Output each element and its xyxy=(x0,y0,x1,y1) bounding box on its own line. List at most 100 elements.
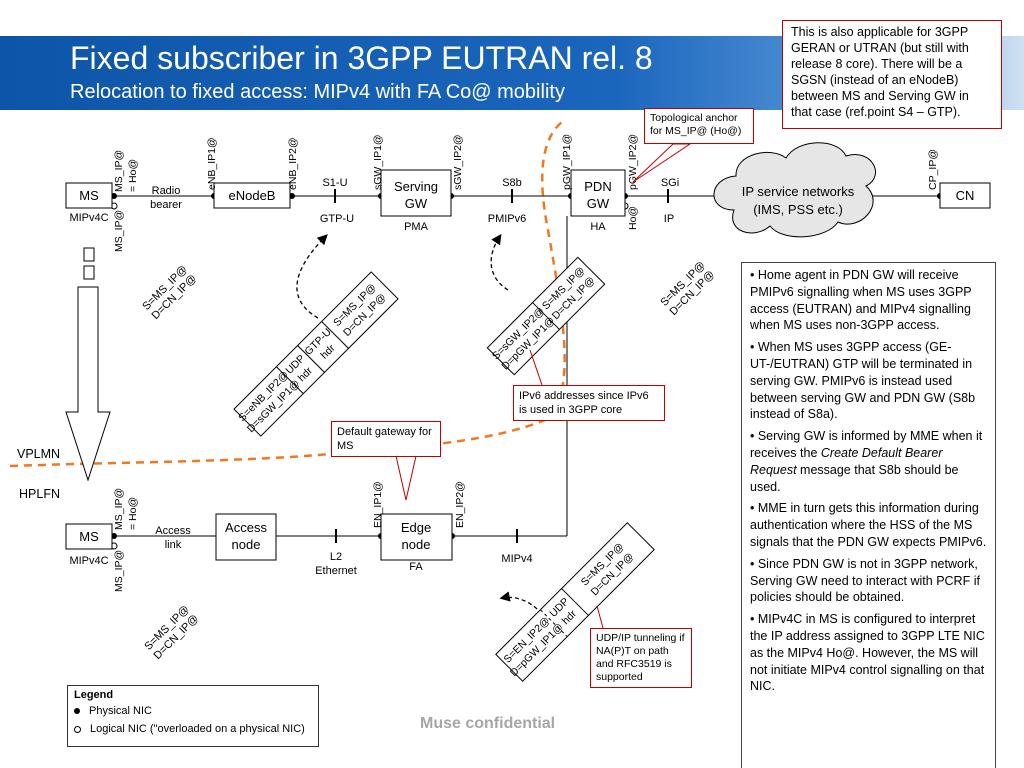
ethernet-label: Ethernet xyxy=(315,565,357,577)
ipv6-callout-pointer xyxy=(529,349,543,386)
packet-ms-cn-right: S=MS_IP@ D=CN_IP@ xyxy=(658,259,717,318)
legend-box: Legend Physical NIC Logical NIC ("overlo… xyxy=(67,685,319,747)
access-link-label-2: link xyxy=(165,539,182,551)
cn-box xyxy=(939,182,991,209)
legend-row-physical: Physical NIC xyxy=(74,705,312,717)
pmip-dashed-arrow xyxy=(490,233,509,291)
sgw-ip2-label: sGW_IP2@ xyxy=(452,134,464,190)
edge-node-box xyxy=(380,513,453,561)
cloud-label-1: IP service networks xyxy=(742,184,855,199)
legend-row-logical: Logical NIC ("overloaded on a physical N… xyxy=(74,723,312,735)
edge-node-label-2: node xyxy=(402,537,431,552)
radio-bearer-label-2: bearer xyxy=(150,199,182,211)
s1u-label: S1-U xyxy=(322,177,347,189)
ms-top-label: MS xyxy=(79,188,99,203)
pdn-gw-label-1: PDN xyxy=(584,179,611,194)
l2-label: L2 xyxy=(330,551,342,563)
sgw-ip1-label: sGW_IP1@ xyxy=(372,134,384,190)
pma-label: PMA xyxy=(404,221,429,233)
small-square-1 xyxy=(83,247,95,262)
legend-title: Legend xyxy=(74,689,114,701)
packet-ms-cn-top-left: S=MS_IP@ D=CN_IP@ xyxy=(140,263,199,322)
anchor-callout-pointer xyxy=(632,143,692,183)
slide-title: Fixed subscriber in 3GPP EUTRAN rel. 8 xyxy=(70,40,653,76)
ipv6-callout: IPv6 addresses since IPv6 is used in 3GP… xyxy=(513,385,665,421)
ms-ip-ho-bottom-2: = Ho@ xyxy=(127,497,139,530)
gtp-dashed-arrow xyxy=(296,234,328,319)
enodeb-label: eNodeB xyxy=(229,188,276,203)
s8b-label: S8b xyxy=(502,177,522,189)
pdn-gw-label-2: GW xyxy=(587,196,610,211)
edge-node-label-1: Edge xyxy=(401,520,431,535)
relocation-arrow xyxy=(65,286,111,482)
topological-anchor-callout: Topological anchor for MS_IP@ (Ho@) xyxy=(644,108,754,144)
ms-ip-left-top: MS_IP@ xyxy=(113,210,125,252)
serving-gw-label-1: Serving xyxy=(394,179,438,194)
pgw-ip2-label: pGW_IP2@ xyxy=(627,134,639,190)
enb-ip1-label: eNB_IP1@ xyxy=(206,137,218,190)
udp-callout-pointer xyxy=(596,605,604,629)
mip-dashed-arrow xyxy=(499,591,543,615)
fa-label: FA xyxy=(409,561,423,573)
en-ip2-label: EN_IP2@ xyxy=(454,481,466,528)
pgw-ip1-label: pGW_IP1@ xyxy=(561,134,573,190)
ms-ip-ho-bottom-1: MS_IP@ xyxy=(113,488,125,530)
gtpu-label: GTP-U xyxy=(320,213,354,225)
cp-ip-label: CP_IP@ xyxy=(927,149,939,190)
ip-service-cloud xyxy=(713,142,876,238)
default-gateway-callout: Default gateway for MS xyxy=(331,421,441,457)
ms-top-box xyxy=(65,182,113,209)
serving-gw-box xyxy=(380,169,452,217)
ms-ip-left-bottom: MS_IP@ xyxy=(113,550,125,592)
pmipv6-label: PMIPv6 xyxy=(488,213,527,225)
pdn-gw-box xyxy=(570,169,626,217)
small-square-2 xyxy=(83,265,95,280)
serving-gw-label-2: GW xyxy=(405,196,428,211)
ms-bottom-box xyxy=(65,523,113,550)
confidential-footer: Muse confidential xyxy=(420,715,556,732)
ms-bottom-label: MS xyxy=(79,529,99,544)
access-node-label-2: node xyxy=(232,537,261,552)
ho-label: Ho@ xyxy=(627,206,639,230)
packet-pmip-stack: S=sGW_IP2@ D=pGW_IP1@ S=MS_IP@ D=CN_IP@ xyxy=(486,256,606,376)
mipv4c-top-label: MIPv4C xyxy=(69,212,108,224)
mipv4c-bottom-label: MIPv4C xyxy=(69,555,108,567)
explanation-bullet-3: • Serving GW is informed by MME when it … xyxy=(750,428,987,495)
bullet-3-pre: • Serving GW is informed by MME when it … xyxy=(750,429,983,460)
explanation-bullet-1: • Home agent in PDN GW will receive PMIP… xyxy=(750,268,972,333)
network-boundary-line xyxy=(9,121,566,468)
packet-gtp-stack: S=eNB_IP2@ D=sGW_IP1@ UDP hdr GTP-U hdr … xyxy=(233,271,399,437)
access-node-box xyxy=(215,513,277,561)
ms-ip-ho-top-1: MS_IP@ xyxy=(113,150,125,192)
enb-ip2-label: eNB_IP2@ xyxy=(287,137,299,190)
sgi-label: SGi xyxy=(661,177,679,189)
radio-bearer-label-1: Radio xyxy=(152,185,181,197)
ms-ip-ho-top-2: = Ho@ xyxy=(127,159,139,192)
physical-nic-icon xyxy=(74,708,80,714)
vplmn-label: VPLMN xyxy=(17,447,60,461)
release-note-callout: This is also applicable for 3GPP GERAN o… xyxy=(782,20,1002,129)
cn-label: CN xyxy=(956,188,975,203)
slide-subtitle: Relocation to fixed access: MIPv4 with F… xyxy=(70,81,565,103)
enodeb-box xyxy=(213,182,291,209)
cloud-label-2: (IMS, PSS etc.) xyxy=(753,202,843,217)
udp-tunneling-callout: UDP/IP tunneling if NA(P)T on path and R… xyxy=(590,628,692,688)
en-ip1-label: EN_IP1@ xyxy=(372,481,384,528)
legend-logical-label: Logical NIC ("overloaded on a physical N… xyxy=(90,723,305,735)
bullet-3-message: Create Default Bearer Request xyxy=(750,445,943,477)
explanation-bullet-4: • MME in turn gets this information duri… xyxy=(750,501,987,549)
bullet-3-post: message that S8b should be used. xyxy=(750,462,959,494)
gw-callout-pointer xyxy=(395,455,417,501)
packet-ms-cn-bottom-left: S=MS_IP@ D=CN_IP@ xyxy=(142,603,201,662)
ip-label: IP xyxy=(664,213,674,225)
hplfn-label: HPLFN xyxy=(19,487,60,501)
explanation-panel: • Home agent in PDN GW will receive PMIP… xyxy=(741,262,996,768)
explanation-bullet-5: • Since PDN GW is not in 3GPP network, S… xyxy=(750,556,980,605)
access-link-label-1: Access xyxy=(155,525,191,537)
explanation-bullet-6: • MIPv4C in MS is configured to interpre… xyxy=(750,612,985,694)
legend-physical-label: Physical NIC xyxy=(89,705,152,717)
ha-label: HA xyxy=(590,221,606,233)
access-node-label-1: Access xyxy=(225,520,267,535)
mipv4-label: MIPv4 xyxy=(501,553,532,565)
